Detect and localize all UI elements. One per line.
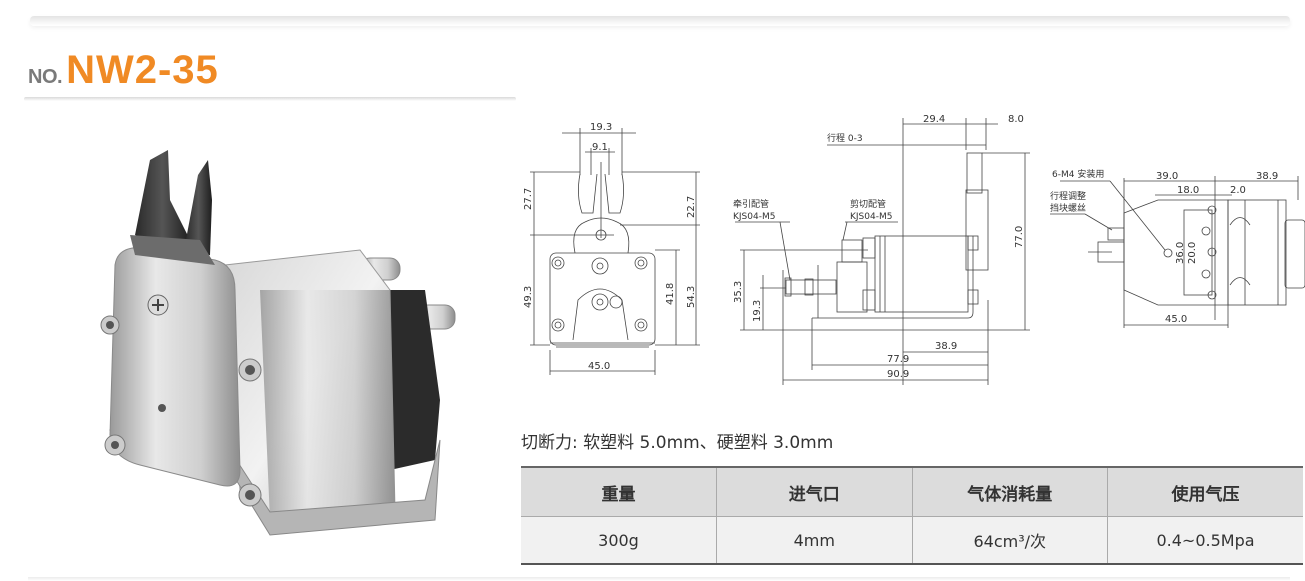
header-weight: 重量	[521, 466, 717, 517]
dim-top-45-0: 45.0	[1165, 314, 1187, 325]
adjust-label-2: 挡块螺丝	[1050, 202, 1086, 214]
model-title: NO. NW2-35	[28, 50, 219, 90]
header-pressure: 使用气压	[1107, 466, 1303, 517]
dim-side-35-3: 35.3	[733, 281, 744, 303]
header-inlet: 进气口	[716, 466, 912, 517]
dim-side-29-4: 29.4	[923, 114, 945, 125]
pull-pipe-label: 牵引配管	[733, 198, 769, 210]
cell-weight: 300g	[521, 516, 717, 565]
pull-pipe-part: KJS04-M5	[733, 212, 775, 222]
header-air-consumption: 气体消耗量	[911, 466, 1108, 517]
cell-pressure: 0.4~0.5Mpa	[1107, 516, 1303, 565]
dim-top-38-9: 38.9	[1256, 171, 1278, 182]
dim-top-20-0: 20.0	[1187, 242, 1198, 264]
dim-side-19-3: 19.3	[752, 300, 763, 322]
dim-front-41-8: 41.8	[665, 283, 676, 305]
dim-side-8-0: 8.0	[1008, 114, 1024, 125]
dim-side-90-9: 90.9	[887, 369, 909, 380]
dim-front-27-7: 27.7	[523, 188, 534, 210]
title-underline	[24, 97, 516, 101]
cut-pipe-part: KJS04-M5	[850, 212, 892, 222]
dim-top-2-0: 2.0	[1230, 185, 1246, 196]
dim-front-45-0: 45.0	[588, 361, 610, 372]
dim-side-77-0: 77.0	[1014, 226, 1025, 248]
model-prefix: NO.	[28, 66, 63, 88]
dim-front-19-3: 19.3	[590, 122, 612, 133]
dim-top-39-0: 39.0	[1156, 171, 1178, 182]
top-divider	[30, 16, 1290, 26]
dim-front-49-3: 49.3	[523, 286, 534, 308]
dim-side-77-9: 77.9	[887, 354, 909, 365]
dim-side-38-9: 38.9	[935, 341, 957, 352]
bottom-divider	[28, 577, 1290, 581]
technical-drawings: 19.3 9.1 27.7 22.7 49.3 41.8 54.3 45.0 2…	[523, 114, 1305, 385]
dim-front-54-3: 54.3	[686, 286, 697, 308]
table-row: 300g 4mm 64cm³/次 0.4~0.5Mpa	[521, 516, 1303, 565]
dim-front-9-1: 9.1	[592, 142, 608, 153]
cell-air-consumption: 64cm³/次	[911, 516, 1108, 565]
product-photo	[100, 150, 456, 536]
mount-label: 6-M4 安装用	[1052, 168, 1104, 180]
cut-pipe-label: 剪切配管	[850, 198, 886, 210]
cell-inlet: 4mm	[716, 516, 912, 565]
stroke-label: 行程 0-3	[827, 132, 863, 144]
spec-header-row: 重量 进气口 气体消耗量 使用气压	[521, 466, 1303, 517]
spec-table: 重量 进气口 气体消耗量 使用气压 300g 4mm 64cm³/次 0.4~0…	[521, 466, 1303, 565]
cutting-force-text: 切断力: 软塑料 5.0mm、硬塑料 3.0mm	[521, 433, 834, 453]
adjust-label-1: 行程调整	[1050, 190, 1086, 202]
dim-front-22-7: 22.7	[686, 196, 697, 218]
dim-top-36-0: 36.0	[1175, 242, 1186, 264]
model-number: NW2-35	[66, 48, 219, 92]
dim-top-18-0: 18.0	[1177, 185, 1199, 196]
